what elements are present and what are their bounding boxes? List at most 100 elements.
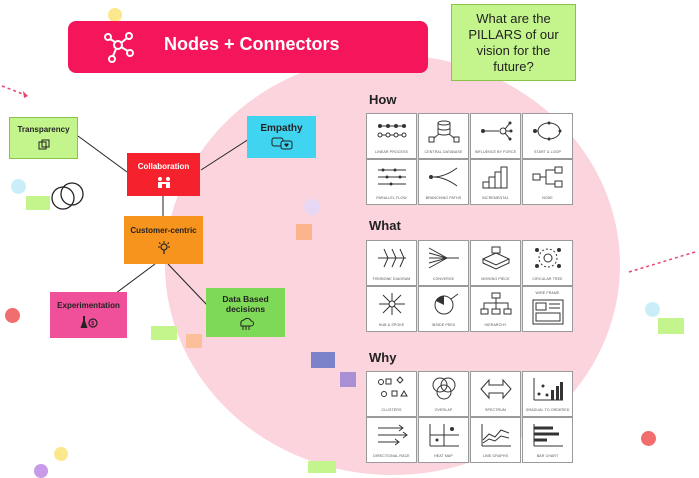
line-graphs-icon	[481, 424, 511, 447]
tile-caption: INCREMENTAL	[482, 196, 509, 200]
bar-chart-icon	[533, 424, 563, 447]
heat-map-icon	[429, 424, 459, 447]
node-empathy-label: Empathy	[260, 122, 303, 134]
cloud-data-icon	[239, 317, 254, 330]
deco-green-rect	[26, 196, 50, 210]
node-customer-centric-label: Customer-centric	[130, 225, 197, 235]
tile-caption: CENTRAL DATABASE	[424, 150, 463, 154]
tile-caption: GRADUAL TO ORDERED	[525, 408, 570, 412]
deco-green-rect-mid	[151, 326, 177, 340]
deco-red-dot-right	[641, 431, 656, 446]
tile-caption: NODE	[542, 196, 553, 200]
template-tile-directional-race[interactable]: DIRECTIONAL RACE	[366, 417, 417, 463]
fishbone-icon	[378, 248, 406, 268]
node-collaboration-label: Collaboration	[137, 161, 190, 171]
header-banner: Nodes + Connectors	[68, 21, 428, 73]
tile-caption: LINE GRAPHS	[482, 454, 509, 458]
team-icon	[157, 176, 170, 188]
question-note-text: What are the PILLARS of our vision for t…	[468, 10, 559, 74]
chat-heart-icon	[271, 137, 292, 149]
template-tile-parallel-flow[interactable]: PARALLEL FLOW	[366, 159, 417, 205]
deco-orange-square	[296, 224, 312, 240]
template-tile-circular-tree[interactable]: CIRCULAR TREE	[522, 240, 573, 286]
template-tile-fishbone-diagram[interactable]: FISHBONE DIAGRAM	[366, 240, 417, 286]
deco-lavender-dot	[304, 199, 320, 215]
clusters-icon	[378, 376, 408, 397]
deco-orange-rect-mid	[186, 334, 202, 348]
deco-purple-rect-small	[340, 372, 356, 387]
missing-piece-icon	[481, 246, 511, 270]
tile-caption: OVERLAP	[434, 408, 453, 412]
deco-purple-rect	[311, 352, 335, 368]
template-tile-overlap[interactable]: OVERLAP	[418, 371, 469, 417]
loop-icon	[533, 121, 562, 141]
template-tile-hierarchy[interactable]: HIERARCHY	[470, 286, 521, 332]
node-transparency-label: Transparency	[17, 125, 70, 134]
tile-caption: HUB & SPOKE	[378, 323, 405, 327]
question-sticky-note[interactable]: What are the PILLARS of our vision for t…	[451, 4, 576, 81]
node-customer-centric[interactable]: Customer-centric	[124, 216, 203, 264]
svg-text:$: $	[91, 321, 94, 327]
deco-circles-outline	[51, 182, 84, 210]
node-icon	[532, 166, 563, 188]
deco-yellow-dot	[108, 8, 122, 22]
deco-red-dot-left	[5, 308, 20, 323]
network-icon	[104, 32, 134, 63]
template-tile-line-graphs[interactable]: LINE GRAPHS	[470, 417, 521, 463]
template-tile-gradual-to-ordered[interactable]: GRADUAL TO ORDERED	[522, 371, 573, 417]
incremental-icon	[482, 166, 508, 189]
parallel-flow-icon	[378, 168, 406, 186]
tile-caption: DIRECTIONAL RACE	[373, 454, 410, 458]
page-title: Nodes + Connectors	[164, 34, 340, 54]
template-tile-branching-paths[interactable]: BRANCHING PATHS	[418, 159, 469, 205]
node-data-based-decisions[interactable]: Data Based decisions	[206, 288, 285, 337]
tile-caption: LINEAR PROCESS	[375, 150, 408, 154]
converge-icon	[428, 247, 459, 269]
tile-caption: HEAT MAP	[434, 454, 453, 458]
template-tile-missing-piece[interactable]: MISSING PIECE	[470, 240, 521, 286]
template-tile-heat-map[interactable]: HEAT MAP	[418, 417, 469, 463]
template-tile-inside-peek[interactable]: INSIDE PEEK	[418, 286, 469, 332]
lightbulb-icon	[157, 240, 170, 254]
template-tile-clusters[interactable]: CLUSTERS	[366, 371, 417, 417]
template-tile-spectrum[interactable]: SPECTRUM	[470, 371, 521, 417]
tile-caption: SPECTRUM	[485, 408, 506, 412]
deco-green-rect-right	[658, 318, 684, 334]
branching-icon	[429, 167, 458, 187]
node-transparency[interactable]: Transparency	[9, 117, 78, 159]
tile-caption: BRANCHING PATHS	[425, 196, 462, 200]
database-icon	[428, 120, 460, 143]
node-empathy[interactable]: Empathy	[247, 116, 316, 158]
tile-caption: MISSING PIECE	[481, 277, 510, 281]
section-label-how: How	[369, 92, 397, 107]
spectrum-icon	[480, 378, 512, 400]
template-tile-central-database[interactable]: CENTRAL DATABASE	[418, 113, 469, 159]
gradual-ordered-icon	[533, 378, 563, 401]
hub-spoke-icon	[379, 293, 405, 315]
template-tile-incremental[interactable]: INCREMENTAL	[470, 159, 521, 205]
deco-green-rect-bottom	[308, 461, 336, 473]
wireframe-icon	[532, 299, 564, 325]
deco-blue-dot-right	[645, 302, 660, 317]
template-tile-bar-chart[interactable]: BAR CHART	[522, 417, 573, 463]
template-tile-start-loop[interactable]: START & LOOP	[522, 113, 573, 159]
template-tile-linear-process[interactable]: LINEAR PROCESS	[366, 113, 417, 159]
tile-caption: HIERARCHY	[484, 323, 507, 327]
tile-caption: START & LOOP	[534, 150, 561, 154]
template-tile-influence-by-force[interactable]: INFLUENCE BY FORCE	[470, 113, 521, 159]
tile-caption: CIRCULAR TREE	[532, 277, 563, 281]
directional-race-icon	[378, 424, 408, 446]
node-collaboration[interactable]: Collaboration	[127, 153, 200, 196]
section-label-why: Why	[369, 350, 397, 365]
template-tile-hub-spoke[interactable]: HUB & SPOKE	[366, 286, 417, 332]
node-experimentation-label: Experimentation	[57, 301, 120, 310]
template-tile-converge[interactable]: CONVERGE	[418, 240, 469, 286]
overlap-icon	[432, 377, 456, 400]
tile-caption: INSIDE PEEK	[431, 323, 456, 327]
template-tile-node[interactable]: NODE	[522, 159, 573, 205]
node-experimentation[interactable]: Experimentation $	[50, 292, 127, 338]
tile-caption: FISHBONE DIAGRAM	[372, 277, 411, 281]
template-tile-wire-frame[interactable]: WIRE FRAME	[522, 286, 573, 332]
deco-dashed-line-left	[1, 85, 29, 98]
